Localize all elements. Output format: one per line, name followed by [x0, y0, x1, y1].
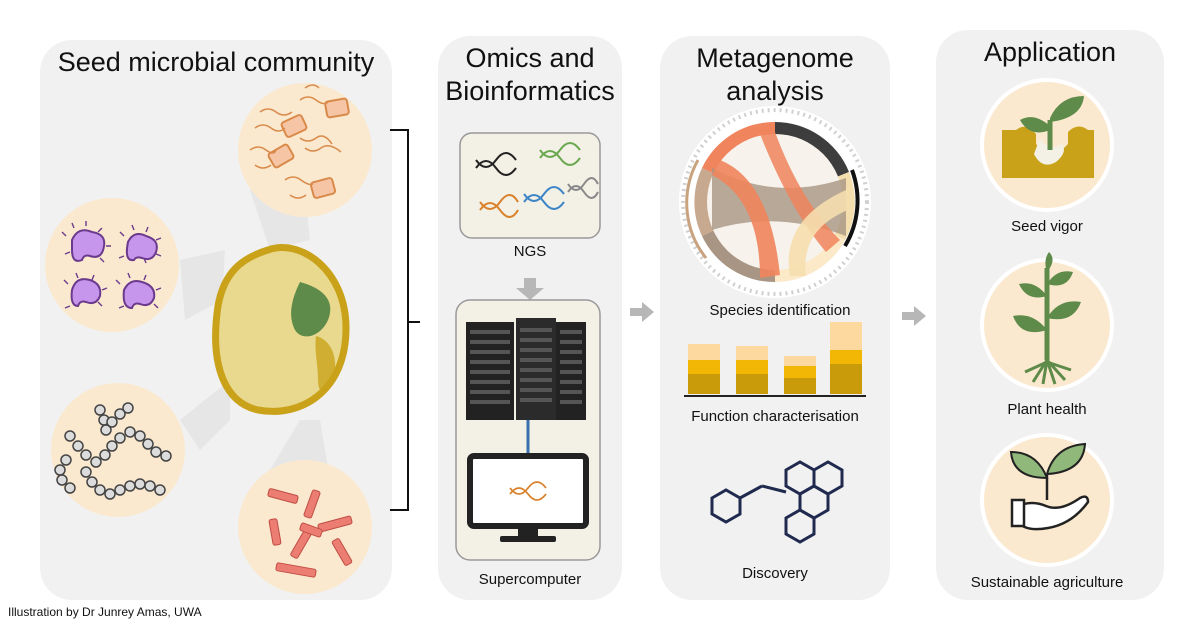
- species-identification-label: Species identification: [709, 302, 851, 319]
- bar-segment: [736, 360, 768, 374]
- discovery-label: Discovery: [742, 565, 808, 582]
- ngs-box: [459, 132, 601, 239]
- panel-title: Application: [983, 37, 1117, 67]
- coccus-cell: [80, 449, 92, 461]
- bar-segment: [784, 356, 816, 366]
- monitor-icon: [467, 453, 589, 542]
- dna-icon: [475, 142, 599, 218]
- bar-segment: [830, 350, 862, 364]
- panel-title-line2: Bioinformatics: [445, 76, 615, 106]
- coccus-cell: [64, 430, 76, 442]
- arrow-right-icon: [902, 306, 926, 326]
- coccus-cell: [114, 484, 126, 496]
- bar-segment: [688, 344, 720, 360]
- plant-icon: [980, 252, 1114, 392]
- bar-segment: [830, 322, 862, 350]
- coccus-cell: [104, 488, 116, 500]
- streptococci-icon: [51, 383, 185, 517]
- coccus-cell: [94, 484, 106, 496]
- coccus-cell: [160, 450, 172, 462]
- panel-title-line2: analysis: [726, 76, 824, 106]
- coccus-cell: [56, 474, 68, 486]
- coccus-cell: [122, 402, 134, 414]
- bar-segment: [784, 366, 816, 378]
- coccus-cell: [72, 440, 84, 452]
- bar-segment: [736, 346, 768, 360]
- seed-vigor-label: Seed vigor: [1011, 218, 1083, 235]
- server-rack-icon: [466, 318, 586, 420]
- seed-icon: [212, 244, 350, 415]
- panel-title-line1: Omics and: [465, 43, 595, 73]
- bar-segment: [688, 360, 720, 374]
- bar-segment: [688, 374, 720, 394]
- panel-title-line1: Metagenome: [696, 43, 854, 73]
- chord-diagram-icon: [679, 106, 871, 298]
- coccus-cell: [80, 466, 92, 478]
- sprout-icon: [980, 78, 1114, 212]
- bar-segment: [784, 378, 816, 394]
- credit-text: Illustration by Dr Junrey Amas, UWA: [8, 605, 202, 619]
- molecule-icon: [710, 460, 844, 544]
- coccus-cell: [86, 476, 98, 488]
- flagellated-bacteria-icon: [238, 83, 372, 217]
- bar-chart-icon: [688, 322, 862, 394]
- supercomputer-label: Supercomputer: [478, 571, 582, 588]
- coccus-cell: [60, 454, 72, 466]
- coccus-cell: [106, 440, 118, 452]
- coccus-cell: [144, 480, 156, 492]
- coccus-cell: [99, 449, 111, 461]
- purple-bacteria-icon: [45, 198, 179, 332]
- coccus-cell: [124, 426, 136, 438]
- hand-plant-icon: [980, 433, 1114, 567]
- coccus-cell: [134, 430, 146, 442]
- coccus-cell: [100, 424, 112, 436]
- arrow-right-icon: [630, 302, 654, 322]
- coccus-cell: [114, 408, 126, 420]
- coccus-cell: [150, 446, 162, 458]
- sustainable-agriculture-label: Sustainable agriculture: [970, 574, 1124, 591]
- coccus-cell: [154, 484, 166, 496]
- coccus-cell: [64, 482, 76, 494]
- coccus-cell: [90, 456, 102, 468]
- arrow-down-icon: [516, 278, 544, 300]
- coccus-cell: [106, 416, 118, 428]
- coccus-cell: [94, 404, 106, 416]
- bar-segment: [736, 374, 768, 394]
- coccus-cell: [114, 432, 126, 444]
- function-characterisation-label: Function characterisation: [691, 408, 859, 425]
- plant-health-label: Plant health: [1007, 401, 1087, 418]
- panel-title: Seed microbial community: [57, 47, 375, 77]
- coccus-cell: [142, 438, 154, 450]
- ngs-label: NGS: [513, 243, 547, 260]
- bar-segment: [830, 364, 862, 394]
- bracket-icon: [390, 129, 420, 511]
- rod-bacteria-icon: [238, 460, 372, 594]
